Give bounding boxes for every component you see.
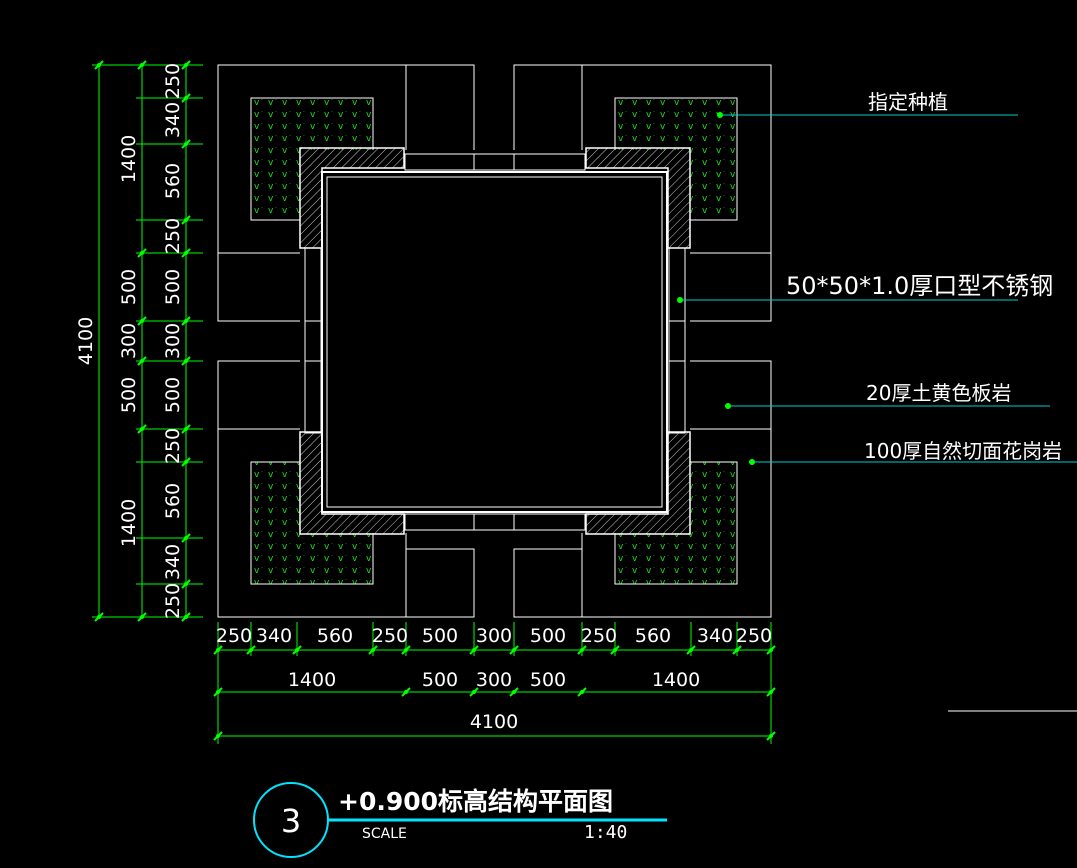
annotation-steel: 50*50*1.0厚口型不锈钢: [786, 272, 1053, 300]
dim-left-outer-1: 1400: [118, 135, 140, 183]
dimension-node: [472, 690, 476, 694]
annotation-slate: 20厚土黄色板岩: [866, 381, 1011, 405]
dim-left-outer-3: 300: [118, 323, 140, 359]
central-opening: [300, 150, 690, 533]
dim-left-inner-4: 250: [162, 218, 184, 254]
drawing-title: +0.900标高结构平面图: [338, 787, 613, 816]
dim-bottom-row2-3: 300: [476, 669, 512, 691]
dim-overall-width: 4100: [470, 711, 518, 733]
dim-left-inner-9: 560: [162, 483, 184, 519]
dim-bottom-10: 340: [697, 625, 733, 647]
dim-bottom-11: 250: [736, 625, 772, 647]
dim-left-inner-3: 560: [162, 163, 184, 199]
dim-bottom-5: 500: [422, 625, 458, 647]
title-block: 3 +0.900标高结构平面图 SCALE 1:40: [253, 782, 667, 858]
dim-left-inner-5: 500: [162, 269, 184, 305]
dim-bottom-row2-2: 500: [422, 669, 458, 691]
dim-bottom-9: 560: [635, 625, 671, 647]
dim-bottom-7: 500: [530, 625, 566, 647]
dim-left-inner-1: 250: [162, 63, 184, 99]
dim-bottom-3: 560: [317, 625, 353, 647]
dim-bottom-6: 300: [476, 625, 512, 647]
dim-bottom-8: 250: [581, 625, 617, 647]
annotation-granite: 100厚自然切面花岗岩: [864, 439, 1062, 463]
dim-bottom-1: 250: [216, 625, 252, 647]
dim-left-outer-2: 500: [118, 269, 140, 305]
dimension-labels: 250 340 560 250 500 300 500 250 560 340 …: [75, 63, 772, 733]
dimension-ticks: [92, 60, 776, 744]
dim-left-outer-5: 1400: [118, 499, 140, 547]
hatched-walls: [299, 147, 691, 535]
dim-left-inner-7: 500: [162, 377, 184, 413]
title-number: 3: [281, 802, 301, 840]
dim-bottom-4: 250: [372, 625, 408, 647]
dim-left-inner-10: 340: [162, 544, 184, 580]
leader-dots: [677, 112, 755, 465]
dimension-node: [580, 690, 584, 694]
scale-value: 1:40: [584, 822, 627, 843]
leader-lines: [680, 114, 1077, 712]
annotation-planting: 指定种植: [868, 90, 948, 114]
scale-label: SCALE: [362, 826, 407, 842]
dimension-lines: [98, 65, 771, 737]
dim-bottom-row2-5: 1400: [652, 669, 700, 691]
dim-left-inner-8: 250: [162, 428, 184, 464]
dim-bottom-row2-4: 500: [530, 669, 566, 691]
dim-left-outer-4: 500: [118, 377, 140, 413]
dimension-node: [512, 690, 516, 694]
dim-overall-height: 4100: [75, 317, 97, 365]
dimension-node: [404, 690, 408, 694]
dim-left-inner-2: 340: [162, 102, 184, 138]
dim-left-inner-6: 300: [162, 323, 184, 359]
dim-bottom-row2-1: 1400: [288, 669, 336, 691]
dim-bottom-2: 340: [256, 625, 292, 647]
dim-left-inner-11: 250: [162, 583, 184, 619]
